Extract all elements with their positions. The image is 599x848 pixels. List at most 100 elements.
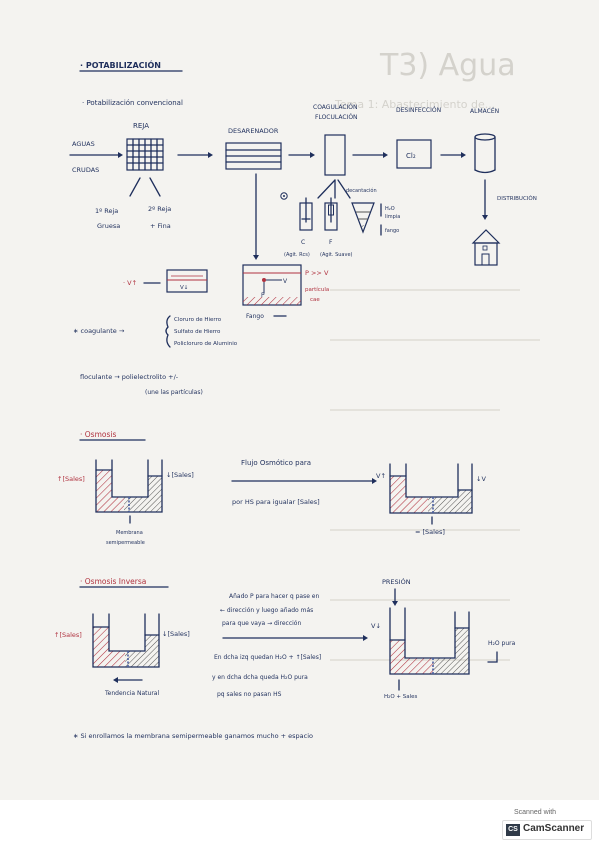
cl-label: Cl₂	[406, 152, 416, 160]
floculacion-f-vessel	[324, 197, 338, 231]
inversa-text-4: En dcha izq quedan H₂O + ↑[Sales]	[214, 654, 321, 661]
agitator-icon	[280, 192, 288, 200]
inversa-sales-right: ↓[Sales]	[162, 630, 190, 638]
arrow-head	[372, 478, 377, 484]
handwritten-notes: T3) Agua Tema 1: Abastecimiento de... · …	[54, 48, 540, 740]
floculante-label: floculante → polielectrolito +/-	[80, 373, 179, 381]
desinfeccion-tank	[396, 139, 432, 169]
osmosis-sales-right: ↓[Sales]	[166, 471, 194, 479]
inversa-v-down: V↓	[371, 622, 381, 630]
reja-branch-left	[129, 177, 141, 197]
house-icon	[471, 229, 501, 266]
coagulacion-c-vessel	[299, 197, 313, 231]
v-label: V	[283, 278, 288, 285]
particula-label-2: cae	[310, 297, 320, 303]
reja2-label: 2º Reja	[148, 205, 171, 213]
h2o-limpia-2: limpia	[385, 214, 400, 220]
almacen-tank-icon	[474, 133, 496, 174]
coagulacion-label: COAGULACIÓN	[313, 104, 358, 111]
coagulante-label: ∗ coagulante →	[73, 327, 125, 335]
igual-sales: = [Sales]	[415, 528, 445, 536]
distribucion-label: DISTRIBUCIÓN	[497, 195, 537, 202]
potabilizacion-subheading: · Potabilización convencional	[82, 99, 183, 107]
inversa-u-tube-left	[92, 613, 160, 668]
reja2-sub: + Fina	[150, 222, 171, 230]
h2o-limpia-1: H₂O	[385, 206, 395, 212]
inversa-u-tube-right	[389, 607, 470, 675]
fango-small: fango	[385, 228, 399, 234]
flujo-text-2: por HS para igualar [Sales]	[232, 498, 320, 506]
reja-grid-icon	[126, 138, 164, 171]
osmosis-heading: · Osmosis	[80, 430, 116, 439]
vt-label: · V↑	[123, 279, 137, 287]
reja1-label: 1º Reja	[95, 207, 118, 215]
osmosis-v-up: V↑	[376, 472, 386, 480]
reja-label: REJA	[133, 122, 149, 130]
arrow-head	[208, 152, 213, 158]
membrana-label-2: semipermeable	[106, 540, 145, 546]
flujo-text-1: Flujo Osmótico para	[241, 459, 311, 467]
arrow-head	[253, 255, 259, 260]
floculante-sub: (une las partículas)	[145, 389, 203, 396]
inversa-text-6: pq sales no pasan HS	[217, 691, 282, 698]
footnote: ∗ Si enrollamos la membrana semipermeabl…	[73, 732, 313, 740]
camscanner-watermark: Scanned with CS CamScanner	[502, 809, 592, 840]
small-settling-tank	[166, 269, 208, 293]
aguas-label: AGUAS	[72, 140, 95, 148]
p-gt-v-label: P >> V	[305, 269, 329, 277]
desarenador-tank	[225, 142, 282, 170]
inversa-text-5: y en dcha dcha queda H₂O pura	[212, 674, 308, 681]
c-sub: (Agit. Rcs)	[284, 252, 310, 258]
osmosis-sales-left: ↑[Sales]	[57, 475, 85, 483]
inversa-text-1: Añado P para hacer q pase en	[229, 593, 319, 600]
coagulante-option-2: Sulfato de Hierro	[174, 329, 221, 335]
camscanner-name: CamScanner	[523, 823, 585, 834]
tendencia-natural: Tendencia Natural	[104, 690, 159, 697]
branch-decant	[337, 179, 351, 199]
decantador-cone	[351, 202, 375, 234]
decantacion-label: decantación	[346, 187, 377, 194]
osmosis-u-tube-left	[95, 459, 163, 513]
coagulante-brace	[165, 315, 171, 348]
particula-label-1: partícula	[305, 286, 329, 293]
reja1-sub: Gruesa	[97, 222, 120, 230]
p-label: P	[261, 292, 265, 299]
ghost-lines	[330, 289, 540, 661]
large-settling-tank	[242, 264, 302, 306]
c-label: C	[301, 239, 305, 246]
almacen-label: ALMACÉN	[470, 107, 499, 115]
h2o-sales-label: H₂O + Sales	[384, 694, 418, 700]
floculacion-label: FLOCULACIÓN	[315, 114, 358, 121]
inversa-text-3: para que vaya → dirección	[222, 620, 301, 627]
osmosis-inversa-heading: · Osmosis Inversa	[80, 577, 146, 586]
scanned-with-label: Scanned with	[514, 809, 557, 816]
desinfeccion-label: DESINFECCIÓN	[396, 107, 441, 114]
membrana-label-1: Membrana	[116, 530, 143, 536]
ghost-subtitle: Tema 1: Abastecimiento de...	[334, 98, 495, 111]
arrow-head	[482, 215, 488, 220]
fango-label: Fango	[246, 313, 264, 320]
osmosis-v-down: ↓V	[476, 475, 486, 483]
arrow-head	[363, 635, 368, 641]
coagulacion-tank	[324, 134, 346, 176]
coagulante-option-1: Cloruro de Hierro	[174, 317, 222, 323]
arrow-head	[383, 152, 388, 158]
arrow-head	[310, 152, 315, 158]
branch-c	[317, 179, 336, 199]
inversa-sales-left: ↑[Sales]	[54, 631, 82, 639]
arrow-head	[118, 152, 123, 158]
presion-label: PRESIÓN	[382, 577, 411, 586]
camscanner-logo: CS CamScanner	[502, 820, 592, 840]
ghost-title: T3) Agua	[379, 48, 516, 83]
potabilizacion-heading: · POTABILIZACIÓN	[80, 59, 161, 70]
reja-branch-right	[149, 177, 161, 197]
arrow-head	[113, 677, 118, 683]
arrow-head	[461, 152, 466, 158]
desarenador-label: DESARENADOR	[228, 127, 279, 135]
h2o-pura-label: H₂O pura	[488, 640, 516, 647]
agitator-dot	[283, 195, 285, 197]
scanned-notebook-page: T3) Agua Tema 1: Abastecimiento de... · …	[0, 0, 599, 800]
crudas-label: CRUDAS	[72, 166, 99, 174]
coagulante-option-3: Policloruro de Aluminio	[174, 341, 238, 347]
vd-label: V↓	[180, 284, 188, 291]
